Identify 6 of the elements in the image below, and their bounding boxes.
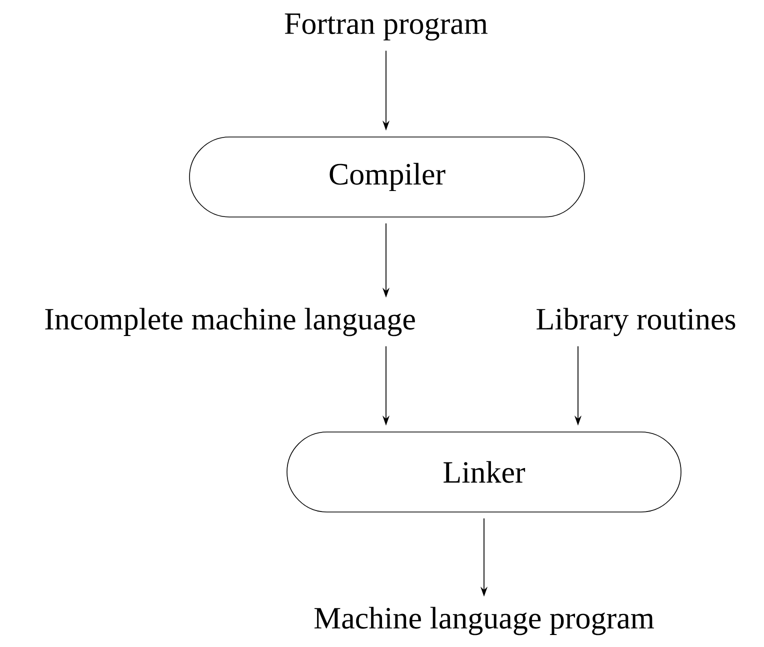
text-label: Incomplete machine language bbox=[45, 308, 415, 336]
text-label: Library routines bbox=[536, 308, 736, 336]
text-label: Fortran program bbox=[284, 14, 488, 40]
process-box: Compiler bbox=[189, 136, 585, 218]
text-label: Machine language program bbox=[314, 606, 654, 636]
process-box: Linker bbox=[286, 432, 682, 512]
